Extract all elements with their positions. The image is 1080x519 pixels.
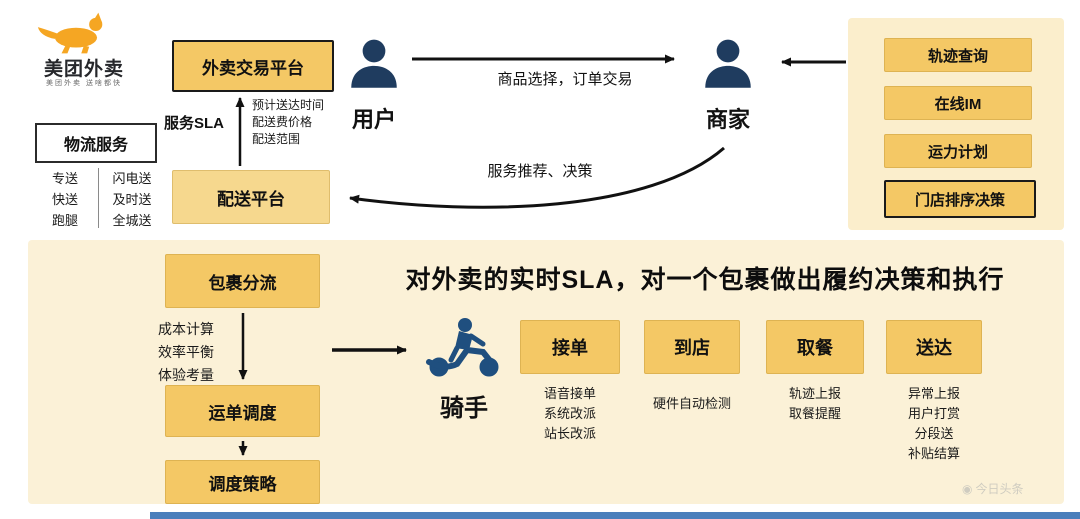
rider-icon <box>418 314 510 385</box>
parcel-split-box: 包裹分流 <box>165 254 320 308</box>
tool-online-im: 在线IM <box>884 86 1032 120</box>
merchant-label: 商家 <box>705 107 750 132</box>
brand-name: 美团外卖 <box>44 59 125 80</box>
logistics-item: 全城送 <box>112 213 152 228</box>
stage-note: 轨迹上报 <box>788 386 841 401</box>
logistics-item: 闪电送 <box>112 171 152 186</box>
meituan-logo-icon <box>30 10 160 54</box>
sla-note: 配送范围 <box>252 132 301 146</box>
footer-blue-bar <box>150 512 1080 519</box>
stage-notes-arrive: 硬件自动检测 <box>614 394 770 414</box>
fulfillment-title: 对外卖的实时SLA，对一个包裹做出履约决策和执行 <box>405 266 1005 294</box>
logistics-item: 跑腿 <box>51 213 78 228</box>
stage-note: 异常上报 <box>907 386 960 401</box>
logistics-col1: 专送 快送 跑腿 <box>38 168 92 231</box>
stage-note: 取餐提醒 <box>788 406 841 421</box>
stage-notes-accept: 语音接单 系统改派 站长改派 <box>512 384 628 444</box>
stage-note: 补贴结算 <box>907 446 960 461</box>
rider-label: 骑手 <box>440 395 488 422</box>
stage-box-accept: 接单 <box>520 320 620 374</box>
dispatch-strategy-box: 调度策略 <box>165 460 320 504</box>
tool-track-query: 轨迹查询 <box>884 38 1032 72</box>
merchant-icon <box>700 32 756 103</box>
recommend-flow-label: 服务推荐、决策 <box>487 163 593 180</box>
logistics-service-title: 物流服务 <box>35 123 157 163</box>
logistics-item: 及时送 <box>112 192 152 207</box>
sla-note: 配送费价格 <box>252 115 313 129</box>
stage-note: 系统改派 <box>543 406 596 421</box>
stage-notes-deliver: 异常上报 用户打赏 分段送 补贴结算 <box>880 384 988 464</box>
delivery-platform-box: 配送平台 <box>172 170 330 224</box>
stage-box-pickup: 取餐 <box>766 320 864 374</box>
logistics-divider <box>98 168 99 228</box>
watermark-text: 今日头条 <box>975 482 1024 496</box>
user-label: 用户 <box>351 107 396 132</box>
stage-notes-pickup: 轨迹上报 取餐提醒 <box>760 384 870 424</box>
consideration-item: 体验考量 <box>158 367 214 383</box>
trade-platform-box: 外卖交易平台 <box>172 40 334 92</box>
logistics-item: 快送 <box>51 192 78 207</box>
sla-label: 服务SLA <box>164 115 225 132</box>
order-flow-label: 商品选择，订单交易 <box>497 71 633 88</box>
logistics-item: 专送 <box>51 171 78 186</box>
consideration-item: 效率平衡 <box>158 344 214 360</box>
sla-notes: 预计送达时间 配送费价格 配送范围 <box>252 97 324 148</box>
consideration-item: 成本计算 <box>158 321 214 337</box>
logistics-col2: 闪电送 及时送 全城送 <box>103 168 161 231</box>
considerations: 成本计算 效率平衡 体验考量 <box>158 318 214 387</box>
stage-box-arrive: 到店 <box>644 320 740 374</box>
stage-note: 站长改派 <box>543 426 596 441</box>
tool-capacity-plan: 运力计划 <box>884 134 1032 168</box>
user-icon <box>346 32 402 103</box>
watermark-icon: ◉ <box>962 481 973 496</box>
stage-note: 用户打赏 <box>907 406 960 421</box>
tool-store-ranking: 门店排序决策 <box>884 180 1036 218</box>
stage-note: 分段送 <box>914 426 954 441</box>
waybill-dispatch-box: 运单调度 <box>165 385 320 437</box>
stage-note: 语音接单 <box>543 386 596 401</box>
sla-note: 预计送达时间 <box>252 98 325 112</box>
stage-note: 硬件自动检测 <box>652 396 731 411</box>
brand-tagline: 美团外卖 送啥都快 <box>46 80 122 87</box>
watermark: ◉ 今日头条 <box>962 480 1024 497</box>
stage-box-deliver: 送达 <box>886 320 982 374</box>
